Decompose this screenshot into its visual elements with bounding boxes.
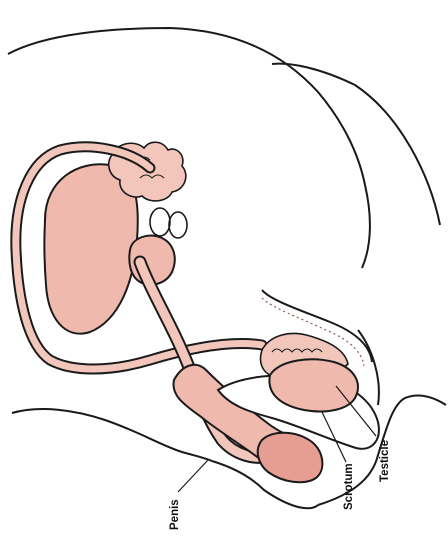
body-outline-right bbox=[272, 64, 440, 225]
penis-label: Penis bbox=[169, 499, 181, 530]
duct-loop-2 bbox=[169, 212, 187, 238]
scrotum-label: Scrotum bbox=[343, 463, 355, 510]
body-outline-thigh bbox=[12, 409, 212, 461]
duct-loop-1 bbox=[150, 208, 170, 236]
glans bbox=[258, 433, 323, 483]
testicle-label: Testicle bbox=[379, 440, 391, 482]
penis-leader-line bbox=[178, 460, 208, 492]
